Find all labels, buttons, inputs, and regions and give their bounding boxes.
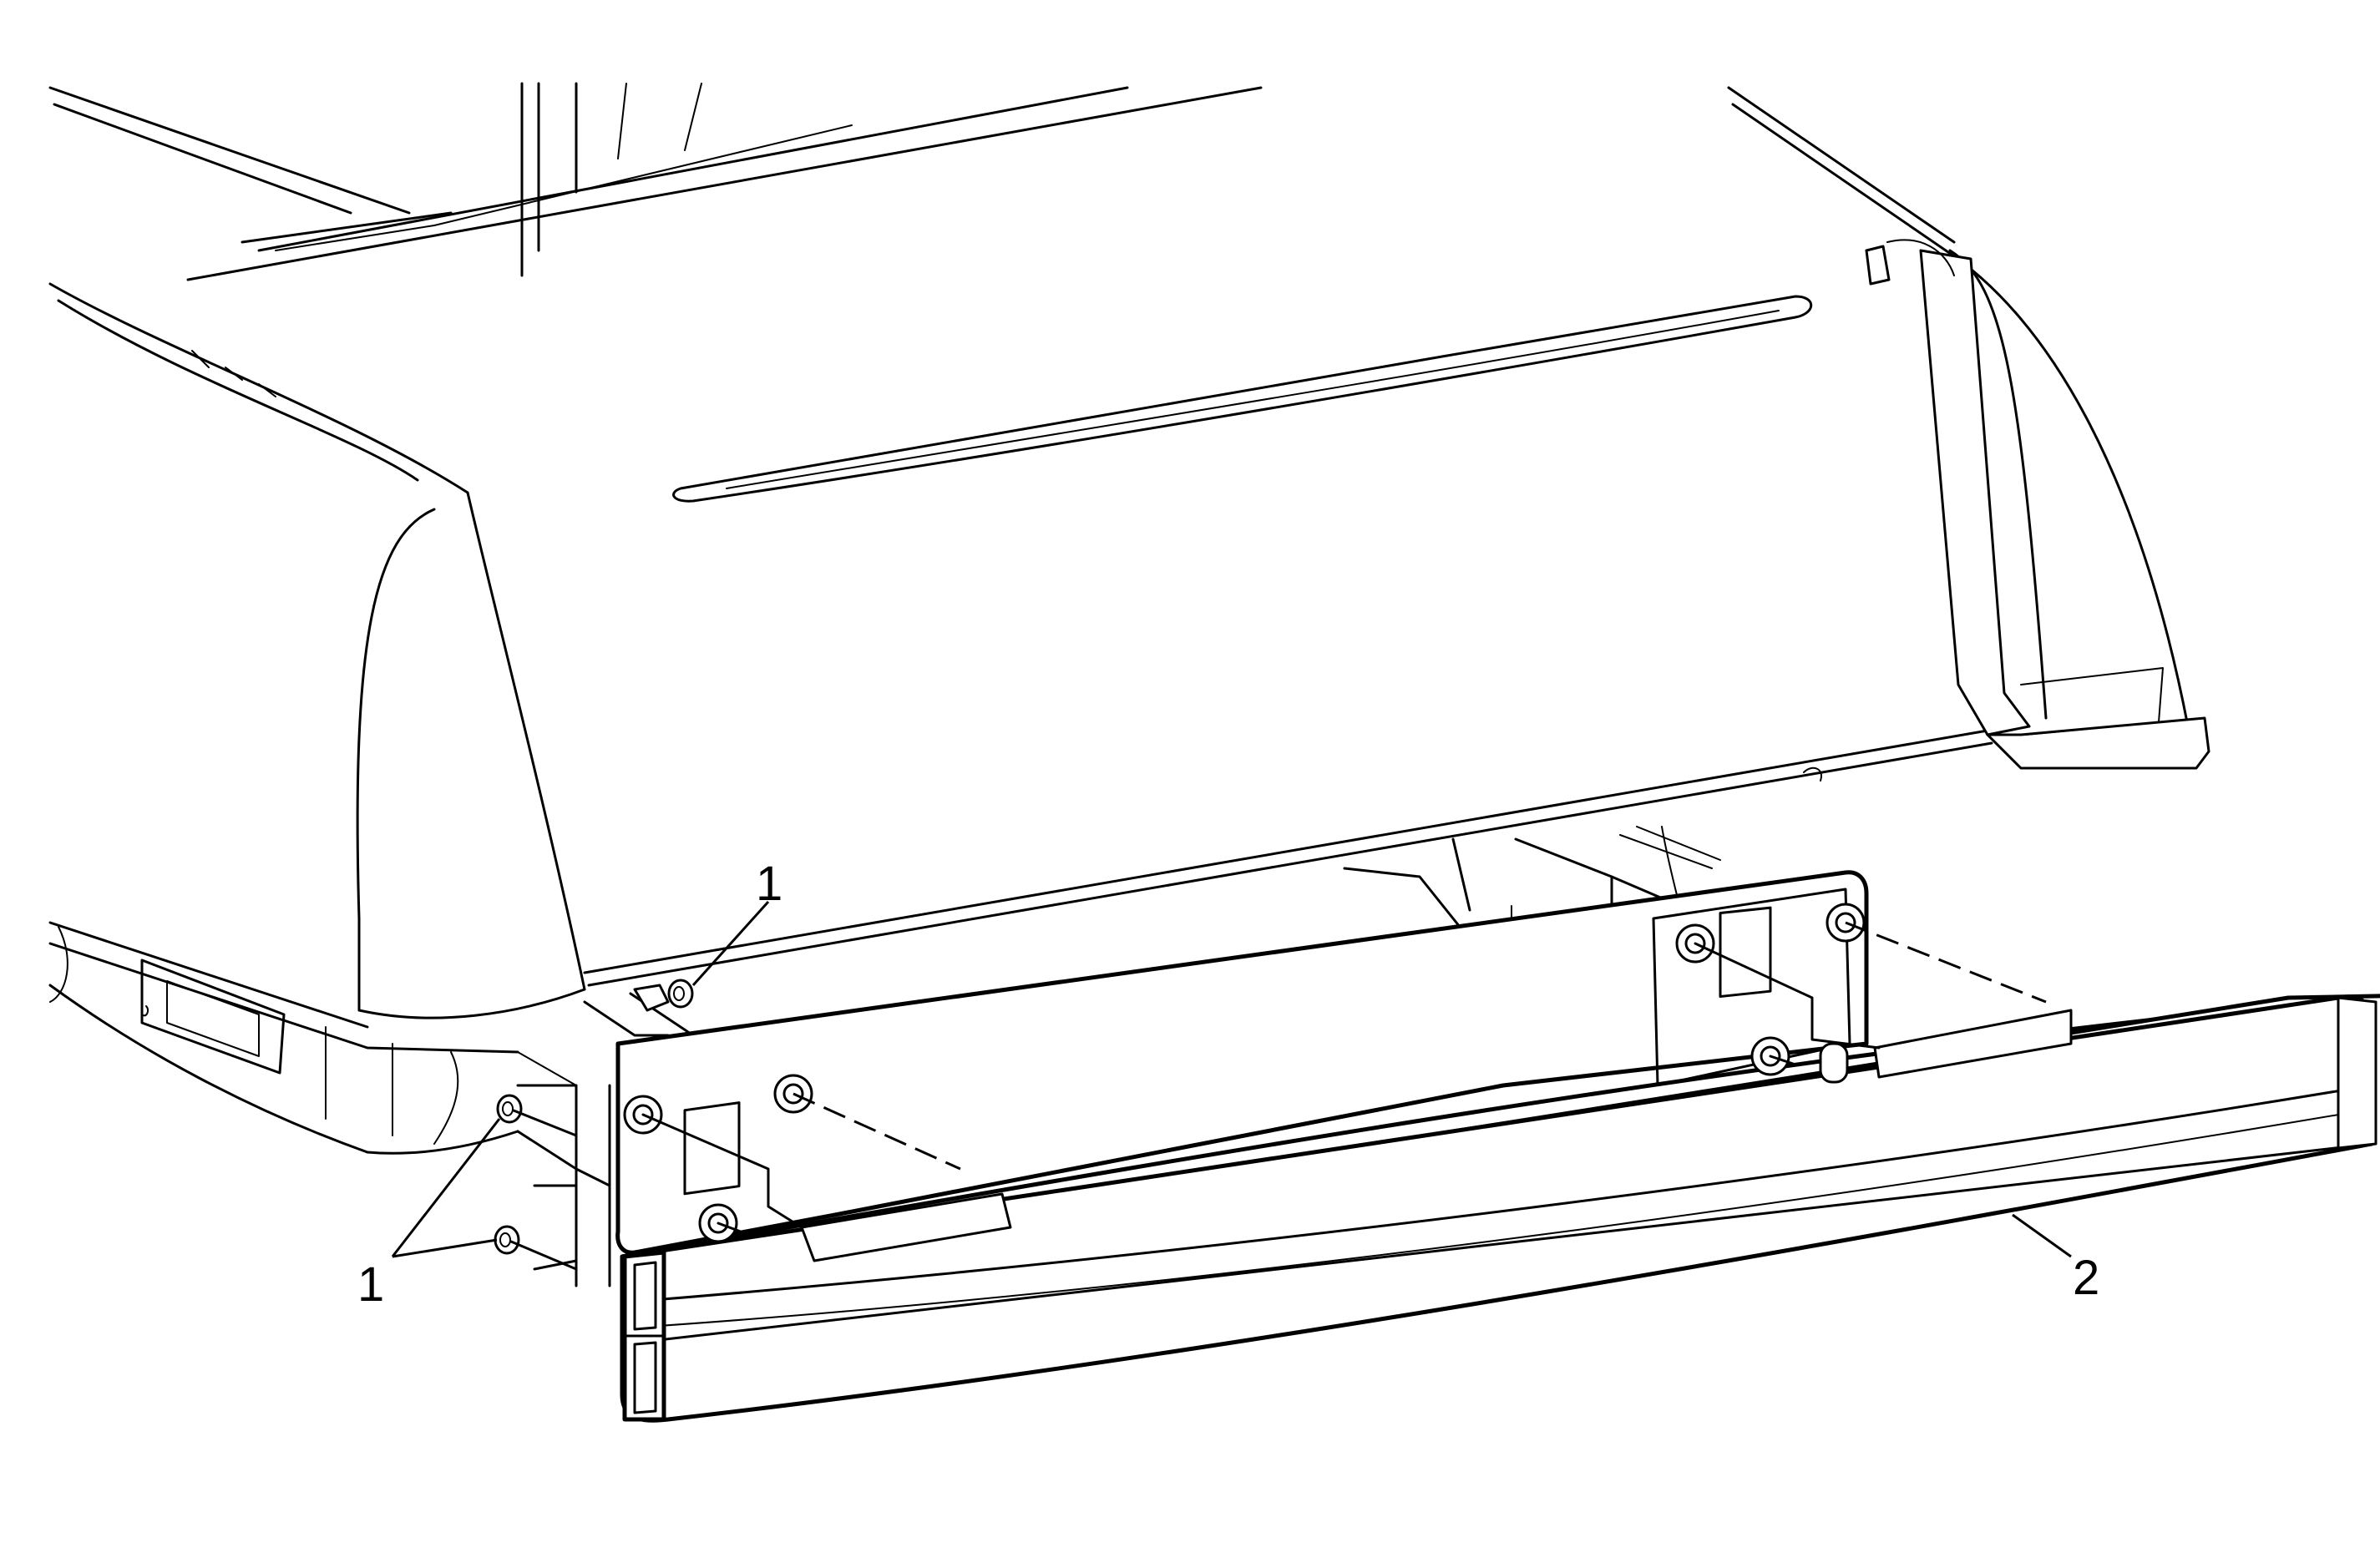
bolt-holes (623, 903, 1866, 1243)
nut (494, 1225, 520, 1255)
callout-leaders (391, 900, 2072, 1258)
leader-1-top (691, 900, 770, 987)
vehicle-body (48, 82, 2210, 1155)
alignment-lines (509, 921, 2047, 1271)
callout-1-top: 1 (756, 857, 782, 911)
callout-2: 2 (2073, 1251, 2099, 1305)
nut (496, 1094, 523, 1124)
bolt-hole (1819, 1042, 1849, 1084)
leader-1-bottom-b (392, 1238, 498, 1258)
callout-labels: 1 1 2 (357, 857, 2099, 1312)
nut (667, 979, 694, 1009)
callout-1-bottom: 1 (357, 1257, 384, 1312)
impact-bar (615, 870, 2380, 1423)
leader-1-bottom-a (391, 1118, 501, 1257)
nuts (494, 979, 694, 1255)
leader-2 (2012, 1213, 2072, 1258)
